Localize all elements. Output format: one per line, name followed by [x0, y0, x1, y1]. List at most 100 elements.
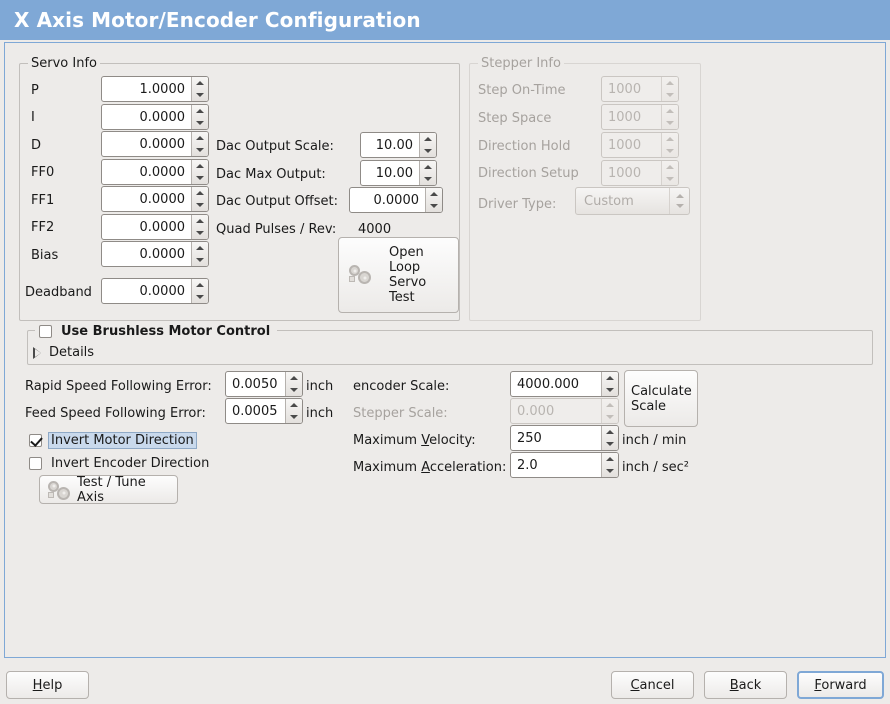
servo-spinner-ff0[interactable] — [191, 160, 208, 184]
checkbox-box[interactable] — [39, 324, 52, 338]
spinner-up-icon[interactable] — [602, 372, 618, 384]
checkbox-box[interactable] — [29, 456, 42, 470]
open-loop-servo-test-button[interactable]: Open Loop Servo Test — [338, 237, 459, 313]
checkbox-box[interactable] — [29, 433, 42, 447]
window-title-bar: X Axis Motor/Encoder Configuration — [0, 0, 890, 40]
dac-output-scale-spinner[interactable] — [419, 133, 436, 157]
servo-spinner-p[interactable] — [191, 77, 208, 101]
rapid-speed-unit: inch — [306, 379, 334, 394]
encoder-scale-spinner[interactable] — [601, 372, 618, 396]
help-label: Help — [33, 678, 63, 693]
chevron-right-icon[interactable] — [33, 346, 41, 359]
dac-output-scale-input[interactable]: 10.00 — [360, 132, 437, 158]
page-title: X Axis Motor/Encoder Configuration — [14, 8, 421, 32]
servo-spinner-ff2[interactable] — [191, 215, 208, 239]
spinner-down-icon[interactable] — [420, 173, 436, 185]
details-expander[interactable]: Details — [33, 345, 94, 360]
feed-spinner[interactable] — [285, 399, 302, 423]
spinner-down-icon[interactable] — [192, 227, 208, 239]
maximum-acceleration-spinner[interactable] — [601, 453, 618, 477]
spinner-down-icon[interactable] — [192, 89, 208, 101]
spinner-up-icon[interactable] — [192, 187, 208, 199]
spinner-down-icon — [662, 145, 678, 157]
spinner-up-icon[interactable] — [286, 399, 302, 411]
spinner-down-icon[interactable] — [286, 411, 302, 423]
stepper-scale-input: 0.000 — [510, 398, 619, 424]
spinner-down-icon[interactable] — [192, 291, 208, 303]
calculate-scale-button[interactable]: Calculate Scale — [624, 370, 698, 427]
servo-input-deadband[interactable]: 0.0000 — [101, 278, 209, 304]
servo-spinner-ff1[interactable] — [191, 187, 208, 211]
feed-speed-following-error-input[interactable]: 0.0005 — [225, 398, 303, 424]
encoder-scale-value: 4000.000 — [517, 376, 580, 392]
forward-button[interactable]: Forward — [797, 671, 884, 699]
servo-input-d[interactable]: 0.0000 — [101, 131, 209, 157]
servo-label-p: P — [31, 83, 39, 98]
spinner-up-icon[interactable] — [192, 77, 208, 89]
max-velocity-mnemonic: V — [421, 433, 430, 448]
spinner-up-icon[interactable] — [192, 215, 208, 227]
spinner-up-icon[interactable] — [602, 453, 618, 465]
servo-input-ff1[interactable]: 0.0000 — [101, 186, 209, 212]
dac-output-offset-input[interactable]: 0.0000 — [349, 187, 443, 213]
spinner-up-icon — [662, 161, 678, 173]
direction-setup-input: 1000 — [601, 160, 679, 186]
spinner-down-icon[interactable] — [420, 145, 436, 157]
cancel-button[interactable]: Cancel — [611, 671, 694, 699]
spinner-up-icon[interactable] — [192, 242, 208, 254]
maximum-acceleration-value: 2.0 — [517, 457, 538, 473]
spinner-up-icon[interactable] — [192, 160, 208, 172]
rapid-spinner[interactable] — [285, 372, 302, 396]
spinner-down-icon[interactable] — [192, 254, 208, 266]
spinner-down-icon — [602, 411, 618, 423]
invert-encoder-direction-checkbox[interactable]: Invert Encoder Direction — [29, 454, 212, 472]
dac-max-output-spinner[interactable] — [419, 161, 436, 185]
use-brushless-motor-control-label: Use Brushless Motor Control — [61, 323, 271, 339]
spinner-down-icon[interactable] — [602, 438, 618, 450]
spinner-up-icon[interactable] — [602, 426, 618, 438]
spinner-up-icon[interactable] — [192, 132, 208, 144]
spinner-down-icon[interactable] — [192, 144, 208, 156]
help-button[interactable]: Help — [6, 671, 89, 699]
calculate-scale-label: Calculate Scale — [631, 384, 692, 414]
use-brushless-motor-control-checkbox[interactable]: Use Brushless Motor Control — [35, 322, 278, 340]
servo-spinner-deadband[interactable] — [191, 279, 208, 303]
spinner-down-icon[interactable] — [602, 384, 618, 396]
servo-spinner-i[interactable] — [191, 105, 208, 129]
spinner-down-icon[interactable] — [192, 199, 208, 211]
dac-output-offset-spinner[interactable] — [425, 188, 442, 212]
direction-hold-input: 1000 — [601, 132, 679, 158]
max-velocity-label-post: elocity: — [429, 433, 476, 448]
maximum-velocity-spinner[interactable] — [601, 426, 618, 450]
servo-input-ff0[interactable]: 0.0000 — [101, 159, 209, 185]
spinner-down-icon[interactable] — [286, 384, 302, 396]
test-tune-axis-button[interactable]: Test / Tune Axis — [39, 475, 178, 505]
maximum-acceleration-input[interactable]: 2.0 — [510, 452, 619, 478]
servo-input-p[interactable]: 1.0000 — [101, 76, 209, 102]
rapid-speed-following-error-input[interactable]: 0.0050 — [225, 371, 303, 397]
step-on-time-spinner — [661, 77, 678, 101]
spinner-up-icon[interactable] — [420, 133, 436, 145]
spinner-up-icon[interactable] — [420, 161, 436, 173]
encoder-scale-input[interactable]: 4000.000 — [510, 371, 619, 397]
spinner-down-icon[interactable] — [426, 200, 442, 212]
open-loop-line-4: Test — [389, 290, 415, 305]
spinner-up-icon[interactable] — [426, 188, 442, 200]
help-label-post: elp — [42, 677, 63, 693]
spinner-up-icon[interactable] — [192, 105, 208, 117]
maximum-velocity-input[interactable]: 250 — [510, 425, 619, 451]
servo-input-bias[interactable]: 0.0000 — [101, 241, 209, 267]
invert-motor-direction-checkbox[interactable]: Invert Motor Direction — [29, 431, 197, 449]
servo-spinner-d[interactable] — [191, 132, 208, 156]
servo-input-ff2[interactable]: 0.0000 — [101, 214, 209, 240]
spinner-down-icon[interactable] — [192, 172, 208, 184]
spinner-down-icon[interactable] — [192, 117, 208, 129]
step-space-label: Step Space — [478, 111, 552, 126]
spinner-up-icon[interactable] — [192, 279, 208, 291]
dac-max-output-input[interactable]: 10.00 — [360, 160, 437, 186]
servo-spinner-bias[interactable] — [191, 242, 208, 266]
servo-input-i[interactable]: 0.0000 — [101, 104, 209, 130]
spinner-down-icon[interactable] — [602, 465, 618, 477]
back-button[interactable]: Back — [704, 671, 787, 699]
spinner-up-icon[interactable] — [286, 372, 302, 384]
